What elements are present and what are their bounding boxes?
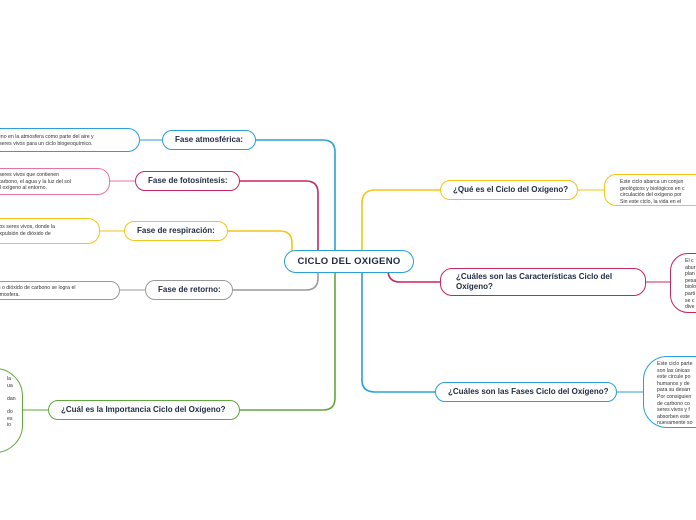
note-fases[interactable]: Este ciclo parte son las únicas este cir… [643,356,696,428]
link-fase-respiracion [227,230,293,257]
topic-fase-retorno[interactable]: Fase de retorno: [145,280,233,300]
link-importancia [239,269,336,411]
topic-label: Fase de fotosíntesis: [148,176,228,185]
topic-label: Fase de retorno: [158,285,221,294]
topic-que-es[interactable]: ¿Qué es el Ciclo del Oxígeno? [440,180,578,200]
topic-caracteristicas[interactable]: ¿Cuáles son las Características Ciclo de… [440,268,646,296]
link-fase-atmosferica [255,139,336,257]
link-fase-retorno [232,269,319,291]
topic-label: ¿Cuál es la Importancia Ciclo del Oxígen… [61,405,226,414]
topic-label: ¿Qué es el Ciclo del Oxígeno? [453,185,569,194]
note-importancia[interactable]: la ua dan do es io [0,368,23,453]
central-topic-label: CICLO DEL OXIGENO [297,255,401,267]
note-text: la ua dan do es io [7,376,16,429]
note-text: de los seres vivos, donde la la expulsió… [0,224,56,237]
central-topic[interactable]: CICLO DEL OXIGENO [284,250,414,273]
note-text: Este ciclo parte son las únicas este cir… [657,361,693,427]
topic-label: Fase de respiración: [137,226,215,235]
topic-importancia[interactable]: ¿Cuál es la Importancia Ciclo del Oxígen… [48,400,240,420]
note-text: Este ciclo abarca un conjun geológicos y… [620,179,685,205]
note-fase-atmosferica[interactable]: xígeno en la atmosfera como parte del ai… [0,128,140,152]
topic-fase-fotosintesis[interactable]: Fase de fotosíntesis: [135,171,240,191]
topic-label: ¿Cuáles son las Características Ciclo de… [456,272,613,291]
note-text: ción o dióxido de carbono se logra el a … [0,285,76,298]
note-text: xígeno en la atmosfera como parte del ai… [0,134,94,147]
link-que-es [361,189,441,257]
note-fase-fotosintesis[interactable]: los seres vivos que contienen de carbono… [0,168,110,195]
note-fase-retorno[interactable]: ción o dióxido de carbono se logra el a … [0,281,120,300]
note-text: El c abur plan pesa biolo parti se c div… [685,258,696,311]
topic-label: Fase atmosférica: [175,135,244,144]
note-text: los seres vivos que contienen de carbono… [0,172,71,192]
note-caracteristicas[interactable]: El c abur plan pesa biolo parti se c div… [670,253,696,313]
topic-fases[interactable]: ¿Cuáles son las Fases Ciclo del Oxígeno? [435,382,617,402]
topic-label: ¿Cuáles son las Fases Ciclo del Oxígeno? [448,387,609,396]
link-fases [361,269,436,393]
topic-fase-atmosferica[interactable]: Fase atmosférica: [162,130,256,150]
link-fase-fotosintesis [239,180,319,259]
note-que-es[interactable]: Este ciclo abarca un conjun geológicos y… [604,174,696,206]
topic-fase-respiracion[interactable]: Fase de respiración: [124,221,228,241]
note-fase-respiracion[interactable]: de los seres vivos, donde la la expulsió… [0,218,100,244]
